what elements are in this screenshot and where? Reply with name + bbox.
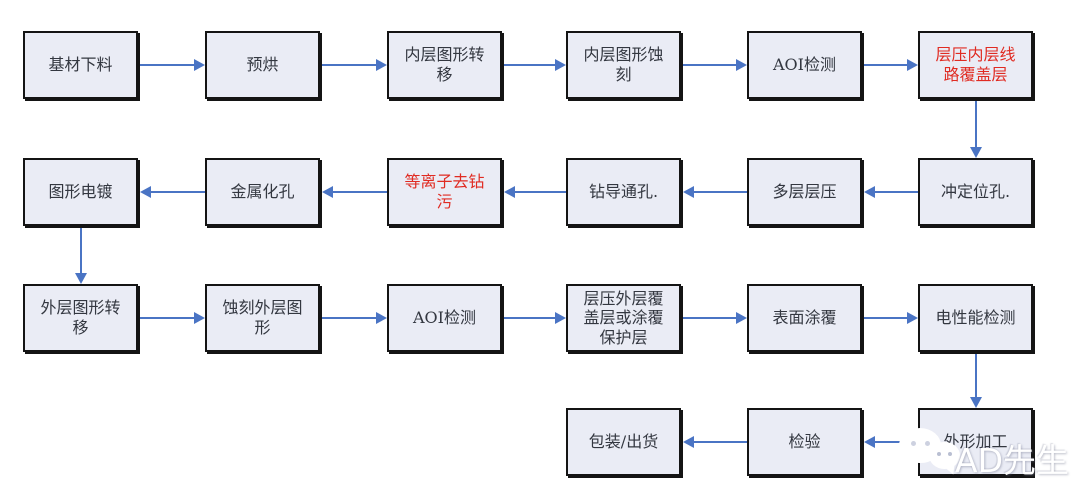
flow-node-label: 基材下料 bbox=[48, 55, 113, 75]
flow-arrow-inner-pattern-etching-to-aoi-inspection-1-line bbox=[683, 64, 736, 66]
flow-node-label: 表面涂覆 bbox=[772, 308, 837, 328]
flow-node-label: AOI检测 bbox=[413, 308, 476, 328]
flow-node-hole-metallization: 金属化孔 bbox=[205, 158, 320, 226]
flow-node-label: 包装/出货 bbox=[588, 432, 659, 452]
flow-node-electrical-performance-test: 电性能检测 bbox=[918, 284, 1033, 352]
flow-node-inner-pattern-etching: 内层图形蚀 刻 bbox=[566, 31, 681, 99]
flow-arrow-aoi-inspection-2-to-outer-coverlay-or-protective-coating-line bbox=[504, 317, 555, 319]
flow-node-aoi-inspection-1: AOI检测 bbox=[747, 31, 862, 99]
flow-arrow-surface-coating-to-electrical-performance-test-line bbox=[864, 317, 907, 319]
flow-node-label: 图形电镀 bbox=[48, 182, 113, 202]
flow-node-label: 蚀刻外层图 形 bbox=[222, 298, 303, 337]
flow-node-base-material-cutting: 基材下料 bbox=[23, 31, 138, 99]
flow-arrow-pattern-plating-to-outer-pattern-transfer-head bbox=[74, 273, 87, 284]
flow-node-label: 外层图形转 移 bbox=[40, 298, 121, 337]
flow-node-aoi-inspection-2: AOI检测 bbox=[387, 284, 502, 352]
flow-node-pattern-plating: 图形电镀 bbox=[23, 158, 138, 226]
flow-arrow-base-material-cutting-to-pre-bake-line bbox=[140, 64, 194, 66]
flow-node-label: 等离子去钻 污 bbox=[404, 172, 485, 211]
flow-node-label: 电性能检测 bbox=[935, 308, 1016, 328]
flow-node-label: 内层图形蚀 刻 bbox=[583, 45, 664, 84]
flow-node-label: 检验 bbox=[788, 432, 821, 452]
flow-arrow-surface-coating-to-electrical-performance-test-head bbox=[907, 312, 918, 324]
flow-arrow-base-material-cutting-to-pre-bake-head bbox=[194, 59, 205, 71]
flow-arrow-outer-pattern-etching-to-aoi-inspection-2-head bbox=[376, 312, 387, 324]
flow-arrow-pre-bake-to-inner-pattern-transfer-line bbox=[322, 64, 376, 66]
flow-arrow-multilayer-lamination-to-via-hole-drilling-head bbox=[683, 186, 694, 198]
flow-node-packing-shipping: 包装/出货 bbox=[566, 408, 681, 476]
flow-node-label: AOI检测 bbox=[773, 55, 836, 75]
flow-node-label: 预烘 bbox=[246, 55, 279, 75]
flow-arrow-hole-metallization-to-pattern-plating-head bbox=[140, 186, 151, 198]
flow-arrow-outer-coverlay-or-protective-coating-to-surface-coating-head bbox=[736, 312, 747, 324]
flow-arrow-inner-coverlay-lamination-to-punch-locating-holes-line bbox=[974, 101, 977, 147]
flow-arrow-hole-metallization-to-pattern-plating-line bbox=[151, 191, 205, 193]
flow-arrow-pattern-plating-to-outer-pattern-transfer-line bbox=[79, 228, 82, 273]
flow-arrow-profile-machining-to-final-inspection-head bbox=[864, 436, 875, 448]
flow-arrow-inner-pattern-transfer-to-inner-pattern-etching-head bbox=[555, 59, 566, 71]
flow-arrow-plasma-desmear-to-hole-metallization-head bbox=[322, 186, 333, 198]
flow-arrow-final-inspection-to-packing-shipping-line bbox=[694, 441, 747, 443]
flow-node-outer-coverlay-or-protective-coating: 层压外层覆 盖层或涂覆 保护层 bbox=[566, 284, 681, 352]
flow-arrow-pre-bake-to-inner-pattern-transfer-head bbox=[376, 59, 387, 71]
flow-node-plasma-desmear: 等离子去钻 污 bbox=[387, 158, 502, 226]
flow-node-label: 外形加工 bbox=[943, 432, 1008, 452]
flow-arrow-profile-machining-to-final-inspection-line bbox=[875, 441, 918, 443]
flow-arrow-via-hole-drilling-to-plasma-desmear-head bbox=[504, 186, 515, 198]
flow-arrow-outer-pattern-etching-to-aoi-inspection-2-line bbox=[322, 317, 376, 319]
flow-arrow-multilayer-lamination-to-via-hole-drilling-line bbox=[694, 191, 747, 193]
flow-arrow-outer-pattern-transfer-to-outer-pattern-etching-head bbox=[194, 312, 205, 324]
flow-node-outer-pattern-etching: 蚀刻外层图 形 bbox=[205, 284, 320, 352]
flow-arrow-aoi-inspection-1-to-inner-coverlay-lamination-line bbox=[864, 64, 907, 66]
flow-arrow-via-hole-drilling-to-plasma-desmear-line bbox=[515, 191, 566, 193]
flow-arrow-electrical-performance-test-to-profile-machining-line bbox=[974, 354, 977, 397]
flow-arrow-inner-pattern-etching-to-aoi-inspection-1-head bbox=[736, 59, 747, 71]
flow-node-label: 多层层压 bbox=[772, 182, 837, 202]
flow-arrow-punch-locating-holes-to-multilayer-lamination-line bbox=[875, 191, 918, 193]
flow-arrow-outer-pattern-transfer-to-outer-pattern-etching-line bbox=[140, 317, 194, 319]
flow-node-label: 冲定位孔. bbox=[940, 182, 1011, 202]
flow-node-label: 内层图形转 移 bbox=[404, 45, 485, 84]
flow-arrow-aoi-inspection-1-to-inner-coverlay-lamination-head bbox=[907, 59, 918, 71]
flow-node-pre-bake: 预烘 bbox=[205, 31, 320, 99]
flow-arrow-electrical-performance-test-to-profile-machining-head bbox=[969, 397, 982, 408]
flow-node-final-inspection: 检验 bbox=[747, 408, 862, 476]
flow-arrow-punch-locating-holes-to-multilayer-lamination-head bbox=[864, 186, 875, 198]
flow-node-label: 层压外层覆 盖层或涂覆 保护层 bbox=[583, 288, 664, 347]
flow-node-outer-pattern-transfer: 外层图形转 移 bbox=[23, 284, 138, 352]
flow-arrow-aoi-inspection-2-to-outer-coverlay-or-protective-coating-head bbox=[555, 312, 566, 324]
flow-node-inner-coverlay-lamination: 层压内层线 路覆盖层 bbox=[918, 31, 1033, 99]
flow-node-label: 层压内层线 路覆盖层 bbox=[935, 45, 1016, 84]
flow-node-label: 钻导通孔. bbox=[588, 182, 659, 202]
flow-arrow-inner-pattern-transfer-to-inner-pattern-etching-line bbox=[504, 64, 555, 66]
flow-node-via-hole-drilling: 钻导通孔. bbox=[566, 158, 681, 226]
flow-node-label: 金属化孔 bbox=[230, 182, 295, 202]
flow-arrow-outer-coverlay-or-protective-coating-to-surface-coating-line bbox=[683, 317, 736, 319]
flow-node-punch-locating-holes: 冲定位孔. bbox=[918, 158, 1033, 226]
flow-arrow-final-inspection-to-packing-shipping-head bbox=[683, 436, 694, 448]
flow-node-profile-machining: 外形加工 bbox=[918, 408, 1033, 476]
flow-node-surface-coating: 表面涂覆 bbox=[747, 284, 862, 352]
flow-arrow-inner-coverlay-lamination-to-punch-locating-holes-head bbox=[969, 147, 982, 158]
flow-arrow-plasma-desmear-to-hole-metallization-line bbox=[333, 191, 387, 193]
flow-node-multilayer-lamination: 多层层压 bbox=[747, 158, 862, 226]
flow-node-inner-pattern-transfer: 内层图形转 移 bbox=[387, 31, 502, 99]
